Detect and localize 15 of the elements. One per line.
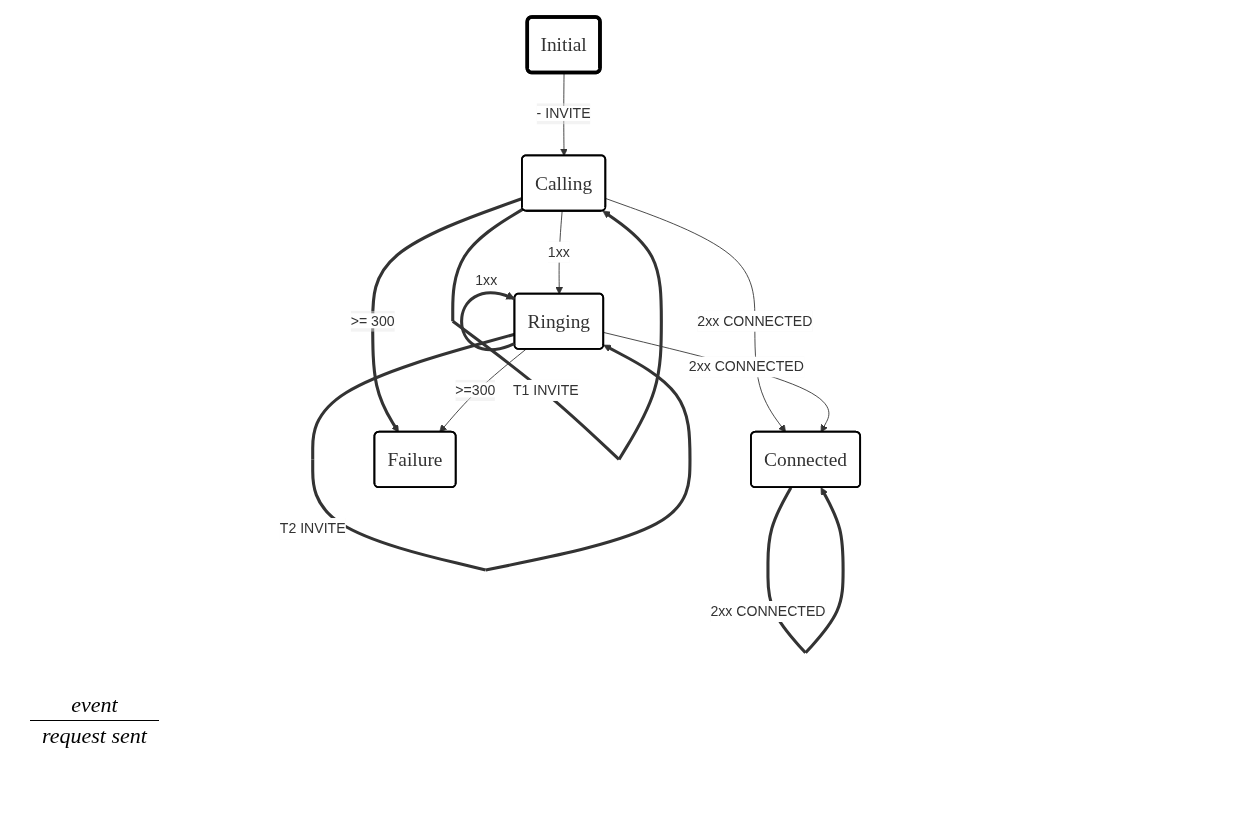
arrow	[371, 197, 523, 433]
self-loop-arrow	[460, 291, 516, 351]
edge-label: 1xx	[547, 244, 570, 260]
edge-label: >=300	[455, 382, 496, 398]
legend-request-text: request sent	[41, 722, 149, 750]
edge-label: T1 INVITE	[512, 382, 579, 398]
edge-label: >= 300	[350, 313, 395, 329]
edge-label: 2xx CONNECTED	[710, 603, 826, 619]
edge-label: 2xx CONNECTED	[688, 359, 804, 375]
edge-label: 1xx	[475, 271, 498, 288]
edge-label: T2 INVITE	[279, 520, 346, 536]
arrow	[311, 332, 692, 572]
legend-event-text: event	[30, 690, 159, 721]
edge-label: - INVITE	[536, 105, 591, 121]
edge-label: 2xx CONNECTED	[697, 313, 813, 329]
